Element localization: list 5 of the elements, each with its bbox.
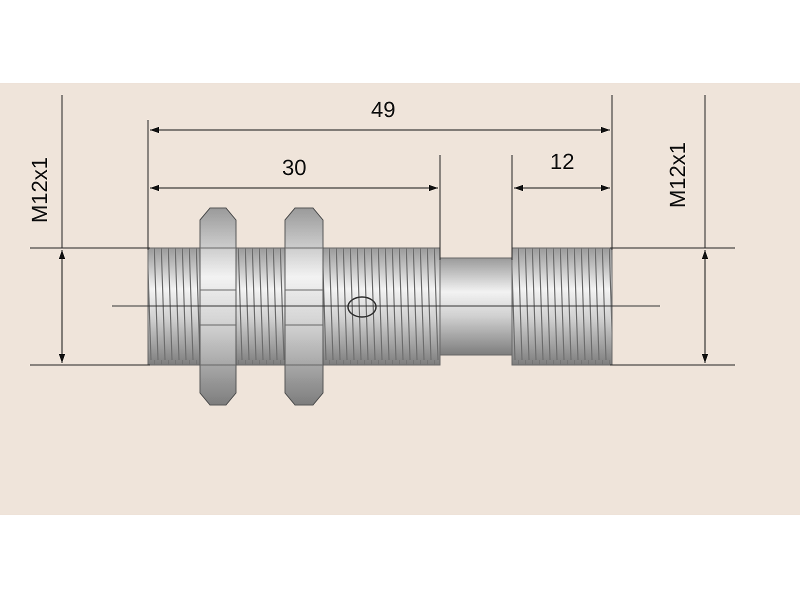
dimension-value: 49 [371, 99, 396, 121]
dimension-value: 12 [550, 151, 574, 173]
dimension-value: M12x1 [667, 142, 690, 208]
dimension-value: 30 [282, 157, 306, 179]
dimension-value: M12x1 [29, 156, 52, 224]
